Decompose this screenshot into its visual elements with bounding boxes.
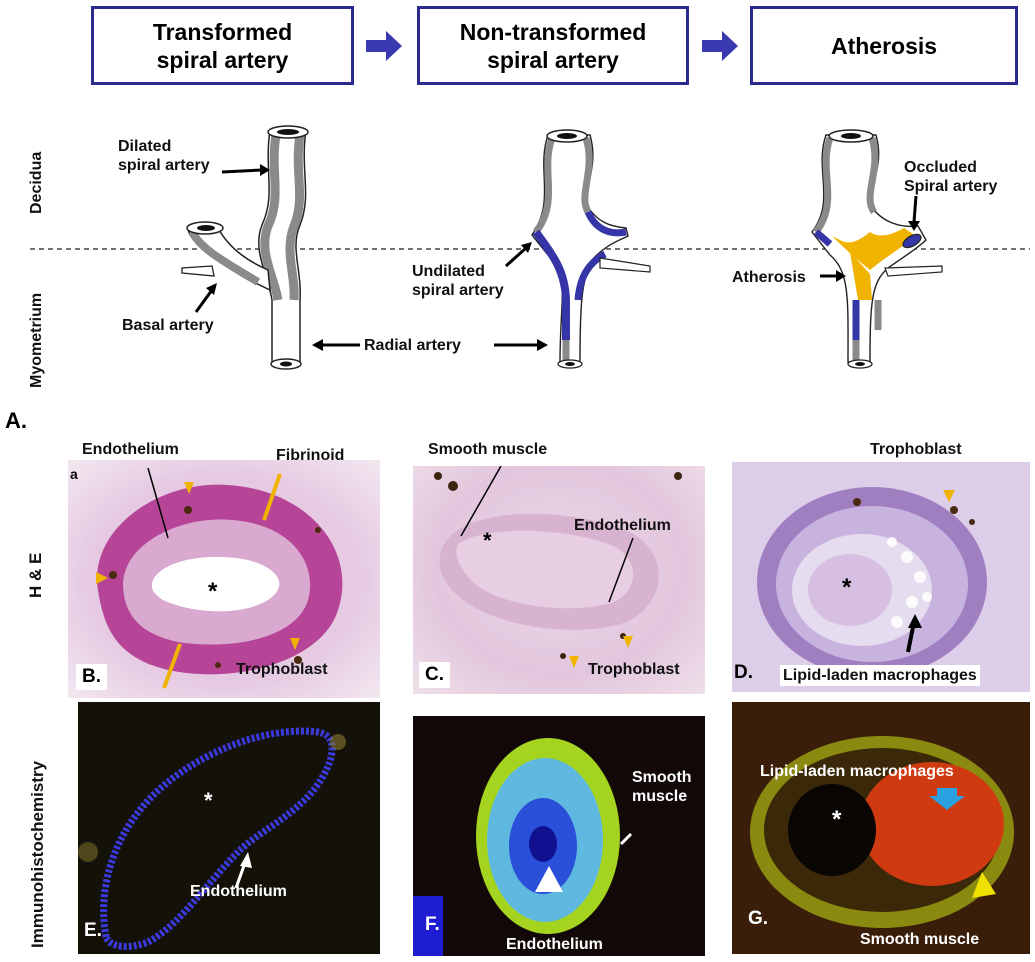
panel-e-image: * Endothelium E. [78, 702, 380, 954]
stage-label-transformed: Transformed spiral artery [152, 18, 293, 73]
label-dilated: Dilated spiral artery [118, 138, 210, 174]
panel-g-smooth-muscle: Smooth muscle [860, 931, 980, 948]
label-radial: Radial artery [364, 337, 461, 354]
atherosis-artery-drawing [811, 129, 943, 369]
panel-d-image: * D. [732, 462, 1030, 692]
panel-e-letter: E. [84, 920, 102, 941]
panel-e-endothelium: Endothelium [190, 883, 287, 900]
non-transformed-artery-drawing [531, 129, 651, 369]
panel-f-letter: F. [425, 914, 440, 935]
transformed-artery-drawing [181, 125, 309, 370]
stage-box-atherosis: Atherosis [750, 6, 1018, 85]
panel-b-fibrinoid: Fibrinoid [276, 447, 345, 464]
panel-c-endothelium: Endothelium [574, 517, 671, 534]
arrow-undilated [504, 246, 528, 268]
panel-c-image: * C. [413, 466, 705, 694]
flow-arrow-icon-2 [702, 31, 738, 61]
stage-box-non-transformed: Non-transformed spiral artery [417, 6, 689, 85]
panel-d-trophoblast: Trophoblast [870, 441, 962, 458]
panel-b-endothelium: Endothelium [82, 441, 179, 458]
flow-arrow-icon-1 [366, 31, 402, 61]
label-atherosis: Atherosis [732, 269, 806, 286]
panel-f-image: F. [413, 716, 705, 956]
stage-label-atherosis: Atherosis [830, 32, 938, 59]
stage-label-non-transformed: Non-transformed spiral artery [459, 18, 647, 73]
panel-b-letter: B. [76, 664, 107, 690]
panel-b-tissue [96, 467, 343, 689]
label-occluded: Occluded Spiral artery [904, 159, 998, 195]
myometrium-label: Myometrium [28, 292, 45, 388]
decidua-label: Decidua [28, 151, 45, 214]
panel-c-smooth-muscle: Smooth muscle [428, 441, 548, 458]
arrow-basal [194, 289, 214, 313]
panel-e-lumen: * [204, 788, 213, 813]
panel-g-tissue [732, 702, 1030, 954]
arrow-dilated [221, 168, 263, 174]
panel-c-trophoblast: Trophoblast [588, 661, 680, 678]
row-label-ihc: Immunohistochemistry [28, 760, 47, 948]
panel-b-trophoblast: Trophoblast [236, 661, 328, 678]
arrow-occluded [912, 195, 918, 223]
panel-f-smooth-muscle: Smooth muscle [632, 769, 692, 805]
panel-e-tissue [78, 702, 380, 954]
panel-c-tissue [434, 466, 682, 668]
panel-b-corner-letter: a [70, 466, 78, 482]
panel-f-tissue [413, 738, 633, 956]
label-undilated: Undilated spiral artery [412, 263, 504, 299]
stage-box-transformed: Transformed spiral artery [91, 6, 354, 85]
panel-d-lumen: * [842, 574, 852, 601]
panel-g-lumen: * [832, 806, 842, 833]
panel-c-lumen: * [483, 528, 492, 553]
panel-b-image: * a B. [68, 460, 380, 698]
panel-g-macrophages: Lipid-laden macrophages [760, 763, 954, 780]
row-label-he: H & E [26, 552, 45, 598]
panel-c-letter: C. [419, 662, 450, 688]
panel-g-image: * G. [732, 702, 1030, 954]
panel-d-macrophages: Lipid-laden macrophages [780, 665, 980, 686]
panel-d-letter: D. [734, 662, 753, 683]
section-label-a: A. [5, 408, 27, 433]
panel-b-lumen: * [208, 578, 218, 605]
panel-g-letter: G. [748, 908, 769, 929]
panel-f-endothelium: Endothelium [506, 936, 603, 953]
label-basal: Basal artery [122, 317, 214, 334]
panel-d-tissue [757, 487, 987, 677]
